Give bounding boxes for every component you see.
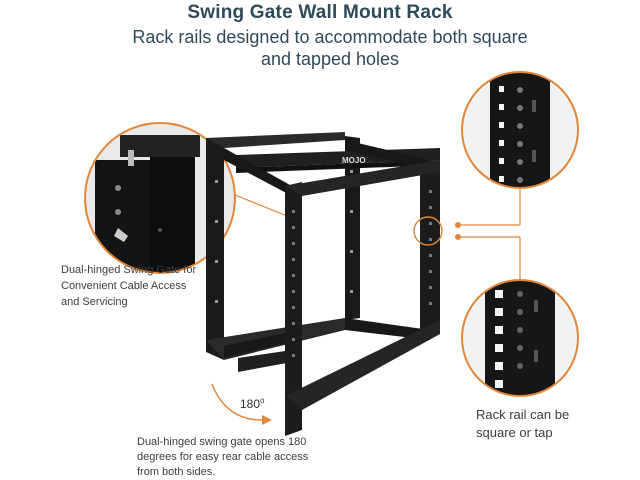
rotation-label: 180o [240,396,264,411]
subtitle-line-1: Rack rails designed to accommodate both … [132,27,528,47]
magnifier-tapped-rail [461,71,579,189]
callout-line: Rack rail can be [476,407,570,422]
connector-left [234,194,293,219]
subtitle-line-2: and tapped holes [260,49,400,69]
page-title: Swing Gate Wall Mount Rack [187,2,453,23]
callout-line: Dual-hinged swing gate opens 180 [137,436,307,448]
wall-mount-rack [206,132,443,436]
page-subtitle: Rack rails designed to accommodate both … [70,26,590,70]
callout-line: degrees for easy rear cable access [137,451,309,463]
rail-focus-ring [413,216,443,246]
rotation-value: 180 [240,397,261,411]
callout-line: Dual-hinged Swing Gate for [61,264,197,276]
magnifier-square-rail [461,279,579,397]
callout-line: Convenient Cable Access [61,280,187,292]
callout-line: from both sides. [137,466,216,478]
rack-logo: MOJO [342,156,366,165]
callout-line: square or tap [476,425,553,440]
callout-connectors [234,188,521,280]
rotation-unit: o [260,396,265,405]
callout-rail-type: Rack rail can be square or tap [476,406,616,442]
callout-rotation: Dual-hinged swing gate opens 180 degrees… [137,435,337,480]
callout-dot-top [455,222,461,228]
rotation-arrowhead-icon [262,415,272,425]
callout-swing-gate: Dual-hinged Swing Gate for Convenient Ca… [61,262,231,310]
callout-dot-bottom [455,234,461,240]
rotation-arrow-icon [211,383,263,421]
callout-line: and Servicing [61,296,128,308]
